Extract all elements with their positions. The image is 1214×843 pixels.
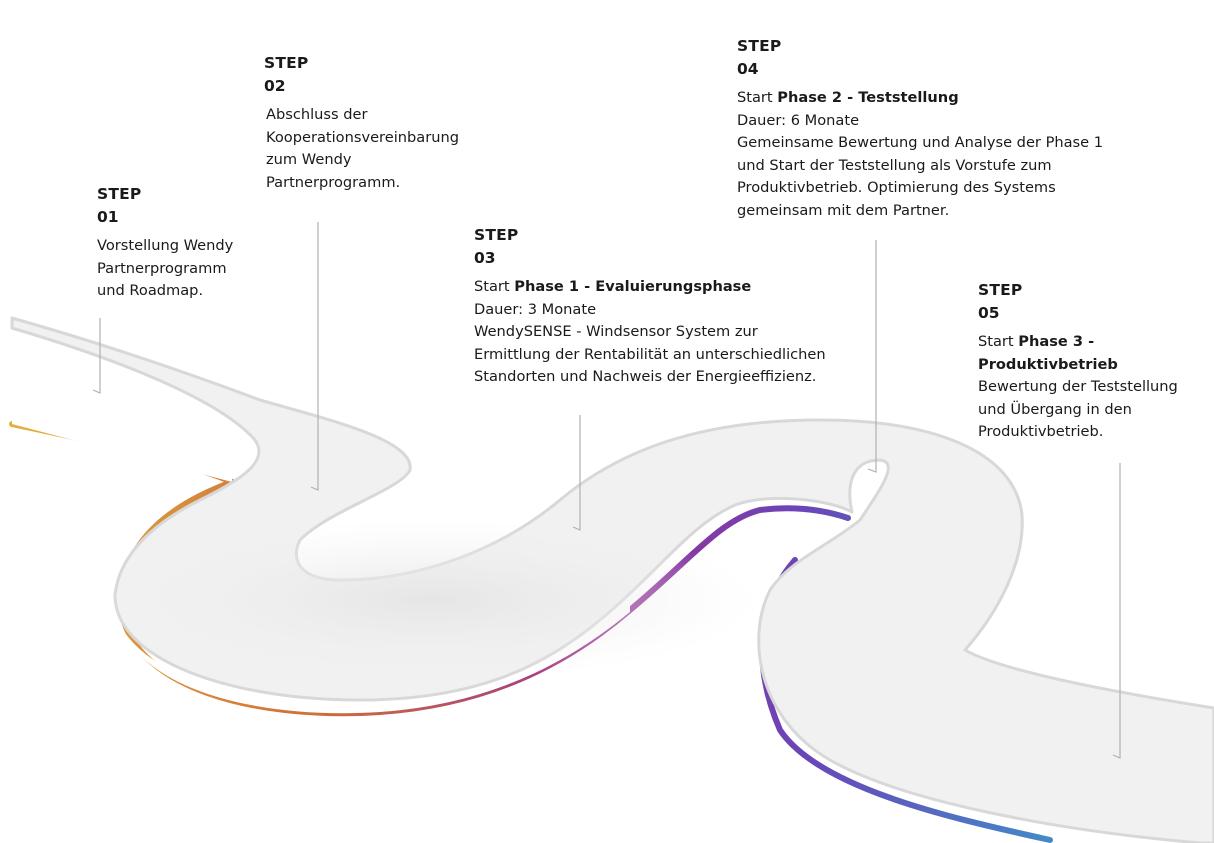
step-label: STEP <box>474 226 519 244</box>
phase-line: Start Phase 1 - Evaluierungsphase <box>474 276 894 299</box>
step-number: 04 <box>737 60 759 78</box>
start-prefix: Start <box>474 278 515 295</box>
step-label: STEP <box>978 281 1023 299</box>
description-line: und Start der Teststellung als Vorstufe … <box>737 156 1052 174</box>
road-shading <box>100 520 760 680</box>
description-line: Gemeinsame Bewertung und Analyse der Pha… <box>737 134 1104 151</box>
description-line: WendySENSE - Windsensor System zur <box>474 323 758 340</box>
phase-title-continued: Produktivbetrieb <box>978 355 1118 373</box>
step-description: Start Phase 3 - Produktivbetrieb Bewertu… <box>978 331 1210 444</box>
step-03-card: STEP 03 Start Phase 1 - Evaluierungsphas… <box>474 224 894 389</box>
step-02-card: STEP 02 Abschluss der Kooperationsverein… <box>264 52 504 194</box>
start-prefix: Start <box>737 89 778 106</box>
phase-title: Phase 2 - Teststellung <box>777 89 959 106</box>
leader-line-step-02 <box>310 222 319 491</box>
step-05-card: STEP 05 Start Phase 3 - Produktivbetrieb… <box>978 279 1210 444</box>
description-line: Ermittlung der Rentabilität an unterschi… <box>474 345 826 363</box>
step-01-card: STEP 01 Vorstellung Wendy Partnerprogram… <box>97 183 297 303</box>
step-label: STEP <box>97 185 142 203</box>
description-line: Vorstellung Wendy <box>97 237 234 254</box>
description-line: und Übergang in den <box>978 400 1132 418</box>
duration: Dauer: 6 Monate <box>737 111 860 129</box>
phase-title: Phase 1 - Evaluierungsphase <box>514 278 752 295</box>
description-line: Standorten und Nachweis der Energieeffiz… <box>474 368 817 385</box>
phase-line: Produktivbetrieb <box>978 354 1210 377</box>
step-number: 02 <box>264 77 286 95</box>
leader-line-step-03 <box>572 415 581 531</box>
start-prefix: Start <box>978 333 1019 350</box>
description-line: Produktivbetrieb. <box>978 423 1104 440</box>
description-line: Partnerprogramm. <box>266 173 401 191</box>
step-label: STEP <box>264 54 309 72</box>
duration: Dauer: 3 Monate <box>474 300 597 318</box>
description-line: Bewertung der Teststellung <box>978 378 1178 395</box>
description-line: Partnerprogramm <box>97 259 227 277</box>
phase-line: Start Phase 3 - <box>978 331 1210 354</box>
step-label: STEP <box>737 37 782 55</box>
step-number: 05 <box>978 304 1000 322</box>
leader-line-step-05 <box>1112 463 1121 759</box>
leader-lines <box>92 222 1121 759</box>
phase-title: Phase 3 - <box>1018 333 1095 350</box>
step-description: Start Phase 2 - Teststellung Dauer: 6 Mo… <box>737 87 1177 222</box>
phase-line: Start Phase 2 - Teststellung <box>737 87 1177 110</box>
description-line: zum Wendy <box>266 151 352 168</box>
description-line: Produktivbetrieb. Optimierung des System… <box>737 179 1056 196</box>
step-04-card: STEP 04 Start Phase 2 - Teststellung Dau… <box>737 35 1177 222</box>
step-number: 01 <box>97 208 119 226</box>
step-number: 03 <box>474 249 496 267</box>
leader-line-step-01 <box>92 318 101 394</box>
leader-line-step-04 <box>867 240 877 473</box>
step-description: Abschluss der Kooperationsvereinbarung z… <box>266 104 504 194</box>
description-line: und Roadmap. <box>97 282 204 299</box>
description-line: Abschluss der <box>266 106 368 123</box>
description-line: Kooperationsvereinbarung <box>266 128 459 146</box>
step-description: Start Phase 1 - Evaluierungsphase Dauer:… <box>474 276 894 389</box>
step-description: Vorstellung Wendy Partnerprogramm und Ro… <box>97 235 297 303</box>
description-line: gemeinsam mit dem Partner. <box>737 201 950 219</box>
